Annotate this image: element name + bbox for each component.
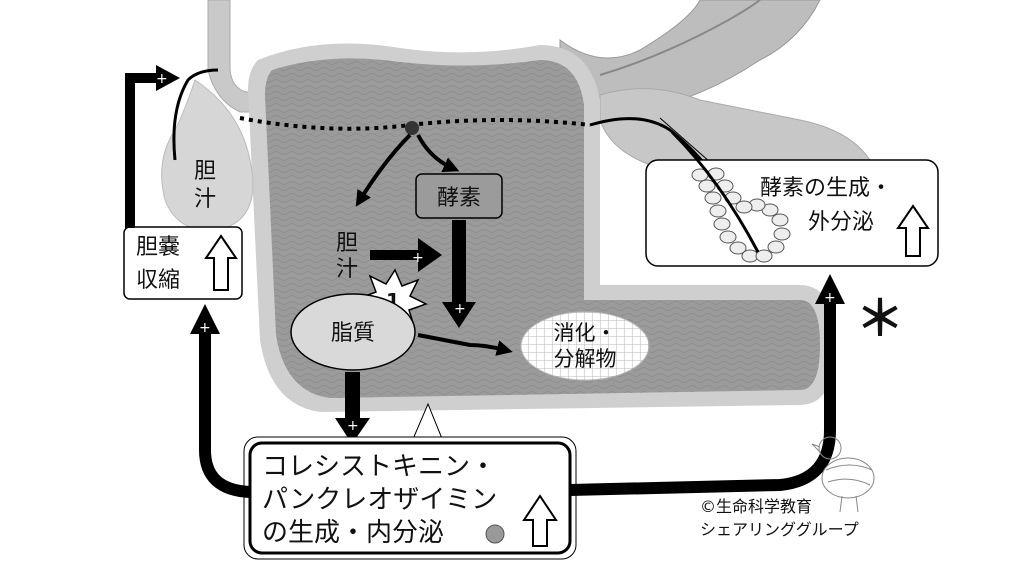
gallbladder-contraction-box <box>123 226 243 300</box>
cck-label-2: パンクレオザイミン <box>262 485 497 515</box>
lipid-ellipse <box>290 293 416 371</box>
gallbladder-bile-label-1: 胆 <box>194 159 216 184</box>
cck-box <box>248 441 572 555</box>
arrow-cck-to-pancreas <box>569 300 836 496</box>
arrow-lipid-down <box>335 372 370 444</box>
asterisk-mark: ＊ <box>856 291 904 347</box>
arrowhead <box>156 65 180 91</box>
up-arrow-icon <box>896 204 930 257</box>
gallbladder-bile-label-2: 汁 <box>194 187 216 212</box>
papilla-dot <box>405 121 419 135</box>
chick-mascot-icon <box>811 436 875 513</box>
arrowhead <box>190 304 220 334</box>
arrowhead <box>815 274 845 304</box>
cck-callout-pointer <box>409 402 446 447</box>
stomach-folds <box>599 0 761 76</box>
nerve-to-acinar <box>670 130 760 253</box>
credit-line-1: ©生命科学教育 <box>700 497 812 516</box>
enzyme-label: 酵素 <box>437 186 481 211</box>
plus-sign: + <box>412 250 424 266</box>
arrow-to-bile <box>355 133 412 207</box>
pancreas-box-label-1: 酵素の生成・ <box>760 176 892 201</box>
pancreas-box-label-2: 外分泌 <box>808 210 874 235</box>
plus-sign: + <box>454 301 466 317</box>
plus-sign: + <box>199 320 211 336</box>
arrow-to-enzyme <box>416 134 460 172</box>
pancreas-callout-line <box>659 117 711 163</box>
gallbladder-contraction-label-2: 収縮 <box>136 268 180 293</box>
up-arrow-icon <box>522 494 558 547</box>
cck-label-3: の生成・内分泌 <box>262 518 444 548</box>
nerve-line-left <box>172 68 219 161</box>
arrow-enzyme-down <box>442 220 476 328</box>
gray-dot-icon <box>485 524 505 544</box>
lipid-label: 脂質 <box>331 321 375 346</box>
stomach <box>559 0 821 111</box>
up-arrow-icon <box>204 234 238 291</box>
plus-sign: + <box>156 71 168 87</box>
pancreas <box>599 88 871 166</box>
arrow-bile-to-enzyme <box>370 238 442 272</box>
enzyme-box <box>415 173 503 219</box>
nerve-line-dotted <box>239 116 591 131</box>
arrow-to-bile-duct <box>125 73 160 228</box>
plus-sign: + <box>347 418 359 434</box>
credit-line-2: シェアリンググループ <box>700 520 859 539</box>
digestion-label-1: 消化・ <box>554 321 617 345</box>
intestine-bile-label-1: 胆 <box>336 231 358 256</box>
digestion-ellipse-grid <box>521 312 649 380</box>
digestion-label-2: 分解物 <box>554 347 617 371</box>
acinar-cells-icon <box>691 167 791 263</box>
intestine-bile-label-2: 汁 <box>336 257 358 282</box>
plus-sign: + <box>824 290 836 306</box>
gallbladder-contraction-label-1: 胆嚢 <box>136 235 180 260</box>
cck-label-1: コレシストキニン・ <box>262 452 496 482</box>
arrow-cck-to-gallbladder <box>199 330 251 498</box>
arrow-lipid-to-digestion <box>417 333 513 356</box>
